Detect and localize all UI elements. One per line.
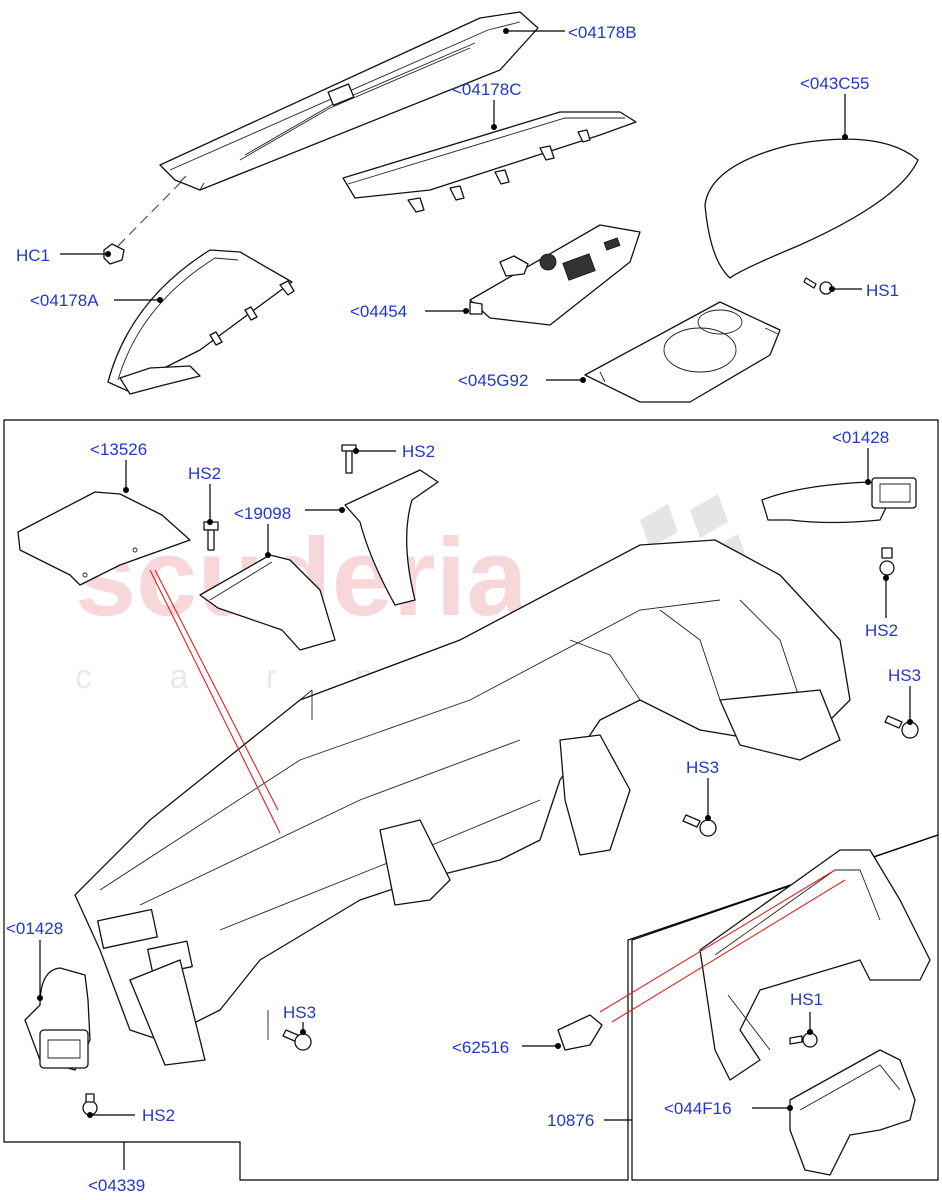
part-04454-bracket (469, 224, 641, 326)
part-01428-right-duct (761, 477, 917, 524)
highlight-lines (149, 569, 846, 1023)
part-19098-strap (344, 469, 439, 606)
part-HS3-screw-mid (682, 814, 717, 837)
label-HS3-bottom: HS3 (283, 1003, 316, 1022)
part-043C55-cover (704, 138, 919, 279)
callout-labels: <04178B <04178C <043C55 HC1 <04178A <044… (6, 23, 921, 1195)
label-HS2-bottom: HS2 (142, 1106, 175, 1125)
label-04178A: <04178A (30, 291, 99, 310)
part-HS2-screw-b (341, 444, 357, 474)
part-HC1-clip (103, 177, 186, 265)
label-04178B: <04178B (568, 23, 637, 42)
part-HS3-screw-bottom (282, 1029, 312, 1051)
label-HS1-top: HS1 (866, 281, 899, 300)
label-HS2-b: HS2 (402, 442, 435, 461)
label-01428-right: <01428 (832, 428, 889, 447)
label-HS3-mid: HS3 (686, 758, 719, 777)
part-044F16-trim (789, 1049, 916, 1176)
label-62516: <62516 (452, 1038, 509, 1057)
part-04178A-panel (107, 249, 295, 395)
part-13526-pad (17, 491, 191, 586)
part-04178C-panel (342, 111, 637, 213)
part-04339-dashboard (74, 539, 851, 1066)
part-HS1-screw-inset (789, 1032, 818, 1048)
part-HS2-screw-a (203, 521, 219, 551)
part-04178B-top-panel (159, 11, 539, 191)
label-04178C: <04178C (452, 80, 521, 99)
label-10876: 10876 (547, 1111, 594, 1130)
label-044F16: <044F16 (664, 1099, 732, 1118)
label-043C55: <043C55 (800, 74, 869, 93)
label-HC1: HC1 (16, 246, 50, 265)
label-04339: <04339 (88, 1176, 145, 1195)
label-01428-left: <01428 (6, 919, 63, 938)
part-HS3-screw-right (884, 715, 919, 739)
part-HS1-screw-top (803, 277, 833, 295)
label-HS2-right: HS2 (865, 621, 898, 640)
label-13526: <13526 (90, 440, 147, 459)
part-HS2-screw-bottom (82, 1093, 98, 1116)
main-assembly-frame (3, 419, 939, 1181)
label-19098: <19098 (234, 504, 291, 523)
leader-lines (37, 28, 913, 1170)
part-045G92-tray (584, 301, 781, 403)
part-01428-left-duct (24, 967, 91, 1071)
label-HS1-inset: HS1 (790, 990, 823, 1009)
part-inset-cluster-housing (699, 849, 931, 1081)
part-HS2-screw-right (879, 547, 895, 576)
part-62516-clip (557, 1014, 603, 1051)
part-19098-bracket (199, 554, 336, 651)
label-HS2-a: HS2 (188, 464, 221, 483)
label-045G92: <045G92 (458, 371, 528, 390)
label-04454: <04454 (350, 302, 407, 321)
label-HS3-right: HS3 (888, 666, 921, 685)
